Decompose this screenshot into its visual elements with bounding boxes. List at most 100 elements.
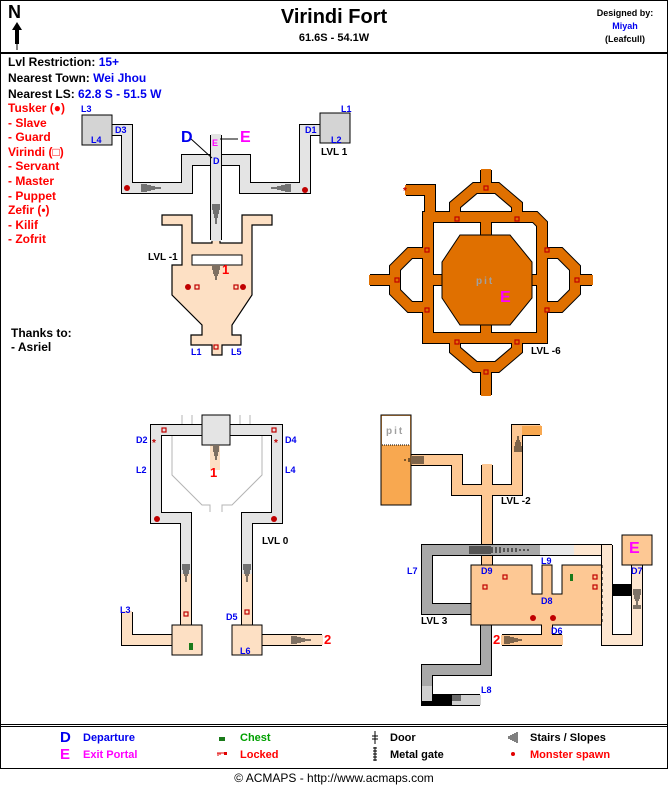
dungeon-coords: 61.6S - 54.1W (298, 32, 370, 44)
label-d9: D9 (481, 566, 493, 576)
label-l1: L1 (341, 104, 352, 114)
stairs-slopes-icon (508, 732, 518, 743)
level-0-area: * * (121, 414, 323, 656)
designed-by-label: Designed by: (596, 8, 654, 18)
nearest-ls-label: Nearest LS: (8, 87, 75, 101)
label-lvl-1: LVL 1 (321, 147, 348, 158)
label-lvl-3: LVL 3 (421, 616, 448, 627)
label-lvl-minus1: LVL -1 (148, 252, 178, 263)
nearest-ls-value: 62.8 S - 51.5 W (78, 87, 162, 101)
virindi-markers (161, 427, 277, 617)
creature-master: - Master (8, 173, 55, 188)
room-chest (171, 624, 203, 656)
label-lvl-0: LVL 0 (262, 536, 289, 547)
label-l9: L9 (541, 556, 552, 566)
creature-zofrit: - Zofrit (8, 232, 46, 247)
pit-octagon (441, 234, 533, 326)
thanks-name: - Asriel (11, 340, 52, 354)
legend-locked-label: Locked (240, 749, 279, 761)
spawn-star-icon: * (274, 438, 278, 449)
exit-portal-marker: E (629, 540, 640, 557)
label-l2: L2 (331, 135, 342, 145)
label-l7: L7 (407, 566, 418, 576)
monster-spawn-dot (550, 615, 556, 621)
label-d1: D1 (305, 125, 317, 135)
north-arrow-icon (12, 22, 22, 50)
label-d6: D6 (551, 626, 563, 636)
legend-door-label: Door (390, 732, 416, 744)
creature-servant: - Servant (8, 159, 60, 174)
room-l1-l2 (319, 112, 351, 144)
monster-spawn-dot (185, 284, 191, 290)
monster-spawn-dot (530, 615, 536, 621)
legend-exit-label: Exit Portal (83, 749, 138, 761)
creature-list: Tusker (●) - Slave - Guard Virindi (□) -… (8, 101, 65, 247)
virindi-marker (233, 284, 239, 290)
virindi-markers (394, 185, 580, 375)
exit-portal-marker: E (240, 129, 251, 146)
pit-label: pit (476, 276, 494, 287)
nearest-ls: Nearest LS: 62.8 S - 51.5 W (8, 87, 161, 101)
metal-gate-icon (373, 747, 377, 761)
level-minus2-area (380, 414, 542, 571)
label-lvl-minus6: LVL -6 (531, 346, 561, 357)
link-2-marker: 2 (324, 632, 331, 647)
chest-icon[interactable] (189, 643, 193, 650)
legend-exit-symbol: E (60, 746, 71, 763)
lvl-restriction-value: 15+ (98, 55, 120, 69)
departure-point: D (213, 156, 220, 166)
creature-zefir: Zefir (•) (8, 203, 50, 218)
link-1-marker: 1 (222, 262, 229, 277)
north-label: N (8, 2, 21, 22)
exit-portal-point: E (212, 138, 218, 148)
monster-spawn-dot (302, 187, 308, 193)
chest-icon (219, 737, 225, 741)
map-labels: L3 L4 D3 L1 L2 D1 LVL 1 D E E D LVL -1 1… (81, 104, 643, 695)
departure-marker: D (181, 129, 193, 146)
monster-spawn-dot (124, 185, 130, 191)
label-l4: L4 (91, 135, 102, 145)
legend-departure-label: Departure (83, 732, 135, 744)
virindi-marker (194, 284, 200, 290)
chest-icon[interactable] (570, 574, 573, 581)
nearest-town-label: Nearest Town: (8, 71, 90, 85)
legend-stairs-label: Stairs / Slopes (530, 732, 606, 744)
label-l3: L3 (81, 104, 92, 114)
legend-metal-gate-label: Metal gate (390, 749, 444, 761)
virindi-marker (213, 344, 219, 350)
level-3-area (404, 436, 653, 706)
label-d7: D7 (631, 566, 643, 576)
lvl-restriction-label: Lvl Restriction: (8, 55, 96, 69)
door-icon (372, 731, 378, 744)
creature-puppet: - Puppet (8, 188, 56, 203)
level-1-corridors (81, 112, 351, 241)
spawn-star-icon: * (403, 186, 407, 197)
label-l8: L8 (481, 685, 492, 695)
thanks-title: Thanks to: (11, 326, 72, 340)
exit-portal-marker: E (500, 289, 511, 306)
lvl-restriction: Lvl Restriction: 15+ (8, 55, 119, 69)
stairs-icon (404, 436, 641, 701)
link-2-marker: 2 (493, 632, 500, 647)
creature-slave: - Slave (8, 115, 47, 130)
dungeon-map: * * * (81, 104, 653, 706)
creature-tusker: Tusker (●) (8, 101, 66, 115)
monster-spawn-dot (240, 284, 246, 290)
legend-chest-label: Chest (240, 732, 271, 744)
page-title: Virindi Fort (280, 6, 388, 28)
label-d5: D5 (226, 612, 238, 622)
label-d4: D4 (285, 435, 297, 445)
stairs-icon (141, 184, 291, 280)
monster-spawn-dot (154, 516, 160, 522)
label-d3: D3 (115, 125, 127, 135)
legend-spawn-label: Monster spawn (530, 749, 611, 761)
label-d8: D8 (541, 596, 553, 606)
label-d2: D2 (136, 435, 148, 445)
label-lvl-minus2: LVL -2 (501, 496, 531, 507)
creature-guard: - Guard (8, 130, 51, 145)
monster-spawn-dot (271, 516, 277, 522)
creature-kilif: - Kilif (8, 217, 38, 232)
designer-alias: (Leafcull) (604, 34, 645, 44)
locked-icon (217, 752, 227, 756)
